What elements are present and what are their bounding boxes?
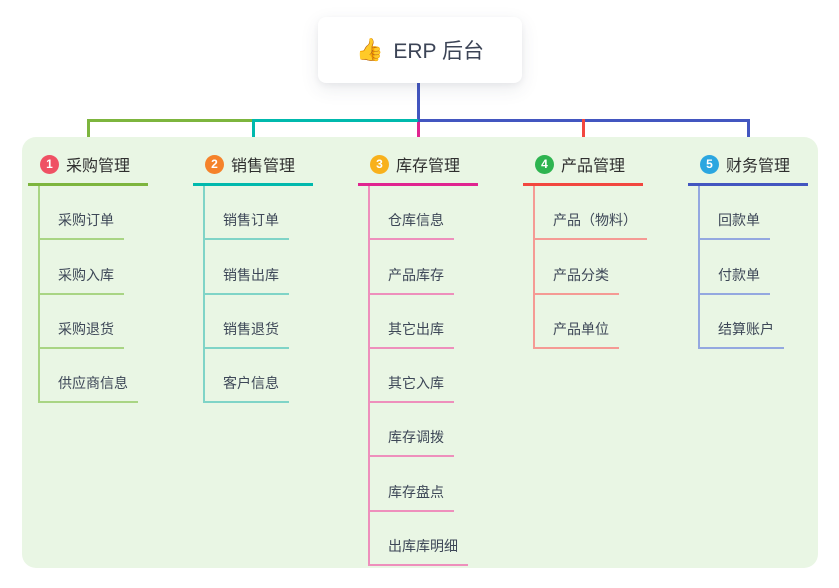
- node-label: 其它出库: [370, 319, 454, 349]
- mindmap-node[interactable]: 库存调拨: [370, 403, 518, 458]
- mindmap-node[interactable]: 结算账户: [700, 295, 839, 349]
- mindmap-node[interactable]: 其它出库: [370, 295, 518, 349]
- node-label: 回款单: [700, 210, 770, 241]
- mindmap-node[interactable]: 付款单: [700, 240, 839, 295]
- node-label: 产品（物料）: [535, 210, 647, 241]
- node-label: 出库库明细: [370, 536, 468, 567]
- node-label: 产品分类: [535, 265, 619, 295]
- branch-header-procurement[interactable]: 1 采购管理: [28, 148, 148, 186]
- branch-finance: 5 财务管理 回款单 付款单 结算账户: [688, 148, 839, 349]
- mindmap-node[interactable]: 销售出库: [205, 240, 353, 295]
- thumbs-up-icon: 👍: [355, 37, 384, 62]
- branch-children: 仓库信息 产品库存 其它出库 其它入库 库存调拨 库存盘点 出库库明细: [368, 186, 518, 567]
- branches-panel: [22, 137, 818, 568]
- branch-label: 库存管理: [396, 158, 461, 175]
- mindmap-node[interactable]: 采购入库: [40, 240, 188, 295]
- node-label: 库存盘点: [370, 482, 454, 512]
- branch-header-inventory[interactable]: 3 库存管理: [358, 148, 478, 186]
- mindmap-node[interactable]: 产品单位: [535, 295, 683, 349]
- root-node[interactable]: 👍 ERP 后台: [318, 17, 522, 83]
- branch-children: 采购订单 采购入库 采购退货 供应商信息: [38, 186, 188, 404]
- mindmap-node[interactable]: 回款单: [700, 186, 839, 241]
- branch-inventory: 3 库存管理 仓库信息 产品库存 其它出库 其它入库 库存调拨 库存盘点 出库库…: [358, 148, 518, 567]
- mindmap-node[interactable]: 库存盘点: [370, 457, 518, 512]
- mindmap-node[interactable]: 采购订单: [40, 186, 188, 241]
- branch-label: 财务管理: [726, 158, 791, 175]
- node-label: 销售退货: [205, 319, 289, 349]
- node-label: 产品单位: [535, 319, 619, 349]
- node-label: 采购退货: [40, 319, 124, 349]
- branch-badge-2: 2: [205, 154, 224, 174]
- branch-badge-4: 4: [535, 154, 554, 174]
- mindmap-node[interactable]: 其它入库: [370, 349, 518, 404]
- branch-header-sales[interactable]: 2 销售管理: [193, 148, 313, 186]
- node-label: 销售出库: [205, 265, 289, 295]
- branch-header-finance[interactable]: 5 财务管理: [688, 148, 808, 186]
- node-label: 付款单: [700, 265, 770, 295]
- branch-procurement: 1 采购管理 采购订单 采购入库 采购退货 供应商信息: [28, 148, 188, 404]
- branch-children: 回款单 付款单 结算账户: [698, 186, 839, 349]
- node-label: 产品库存: [370, 265, 454, 295]
- branch-label: 销售管理: [231, 158, 296, 175]
- node-label: 其它入库: [370, 373, 454, 404]
- branch-product: 4 产品管理 产品（物料） 产品分类 产品单位: [523, 148, 683, 349]
- mindmap-node[interactable]: 采购退货: [40, 295, 188, 349]
- branch-header-product[interactable]: 4 产品管理: [523, 148, 643, 186]
- node-label: 库存调拨: [370, 427, 454, 458]
- mindmap-node[interactable]: 销售退货: [205, 295, 353, 349]
- branch-children: 产品（物料） 产品分类 产品单位: [533, 186, 683, 349]
- branch-badge-5: 5: [700, 154, 719, 174]
- mindmap-node[interactable]: 销售订单: [205, 186, 353, 241]
- mindmap-node[interactable]: 产品（物料）: [535, 186, 683, 241]
- node-label: 仓库信息: [370, 210, 454, 241]
- branch-label: 采购管理: [66, 158, 131, 175]
- node-label: 采购入库: [40, 265, 124, 295]
- mindmap-node[interactable]: 产品库存: [370, 240, 518, 295]
- mindmap-node[interactable]: 客户信息: [205, 349, 353, 404]
- mindmap-node[interactable]: 供应商信息: [40, 349, 188, 404]
- mindmap-node[interactable]: 出库库明细: [370, 512, 518, 567]
- mindmap-node[interactable]: 产品分类: [535, 240, 683, 295]
- node-label: 结算账户: [700, 319, 784, 349]
- mindmap-node[interactable]: 仓库信息: [370, 186, 518, 241]
- node-label: 销售订单: [205, 210, 289, 241]
- node-label: 供应商信息: [40, 373, 138, 404]
- node-label: 客户信息: [205, 373, 289, 404]
- root-node-label: ERP 后台: [393, 40, 485, 63]
- branch-label: 产品管理: [561, 158, 626, 175]
- node-label: 采购订单: [40, 210, 124, 241]
- branch-badge-1: 1: [40, 154, 59, 174]
- branch-sales: 2 销售管理 销售订单 销售出库 销售退货 客户信息: [193, 148, 353, 404]
- branch-badge-3: 3: [370, 154, 389, 174]
- branch-children: 销售订单 销售出库 销售退货 客户信息: [203, 186, 353, 404]
